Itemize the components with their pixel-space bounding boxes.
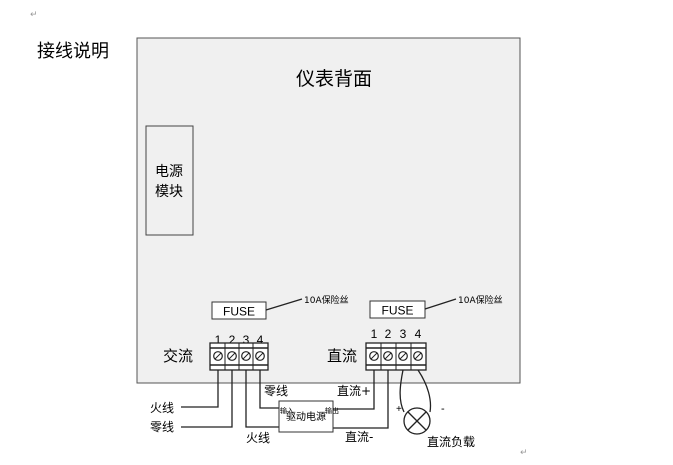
driver-power-supply-label: 驱动电源 — [286, 410, 326, 423]
fuse-leader-dc — [424, 298, 457, 310]
meter-back-panel — [136, 37, 521, 384]
load-minus-sign: - — [441, 403, 445, 415]
ac-terminal-number-2: 2 — [229, 333, 236, 347]
wire-dc-minus — [333, 370, 389, 429]
ac-terminal-number-1: 1 — [215, 333, 222, 347]
load-plus-sign: + — [396, 404, 402, 415]
dc-terminal-number-4: 4 — [415, 327, 422, 341]
fuse-rating-dc: 10A保险丝 — [458, 294, 503, 306]
wire-dc-plus — [333, 370, 375, 410]
wire-load-minus — [417, 369, 432, 413]
fuse-box-ac — [211, 301, 267, 320]
dc-load-lamp-icon — [403, 407, 431, 435]
wire-label-dc-minus: 直流- — [345, 430, 373, 444]
fuse-leader-ac — [265, 298, 303, 311]
ac-terminal-number-4: 4 — [257, 333, 264, 347]
ac-terminal-number-3: 3 — [243, 333, 250, 347]
wire-label-live-bottom: 火线 — [246, 431, 270, 445]
wire-label-dc-plus: 直流+ — [337, 384, 371, 398]
fuse-label-ac: FUSE — [223, 305, 255, 319]
paragraph-mark-top: ↵ — [30, 10, 38, 20]
driver-input-label-1: 输入 — [280, 406, 294, 415]
power-module-box — [145, 125, 194, 236]
dc-load-label: 直流负载 — [427, 435, 475, 449]
panel-title: 仪表背面 — [296, 68, 372, 90]
wire-neutral-to-driver — [259, 370, 279, 409]
ac-terminal-block — [209, 342, 269, 371]
wire-live-left — [181, 370, 219, 408]
fuse-label-dc: FUSE — [381, 304, 413, 318]
wire-label-neutral-left: 零线 — [150, 420, 174, 434]
paragraph-mark-bottom: ↵ — [520, 448, 528, 458]
fuse-rating-ac: 10A保险丝 — [304, 294, 349, 306]
dc-terminal-label: 直流 — [327, 347, 357, 365]
dc-terminal-number-1: 1 — [371, 327, 378, 341]
wire-label-neutral-top: 零线 — [264, 384, 288, 398]
driver-power-supply-box — [278, 400, 334, 433]
wire-label-live-left: 火线 — [150, 401, 174, 415]
fuse-box-dc — [369, 300, 426, 319]
dc-terminal-number-3: 3 — [400, 327, 407, 341]
wire-live-to-driver — [245, 370, 279, 428]
power-module-label-line2: 模块 — [155, 184, 183, 200]
dc-terminal-block — [365, 342, 427, 371]
wire-neutral-left — [181, 370, 233, 428]
driver-output-label: 输出 — [325, 406, 339, 415]
ac-terminal-label: 交流 — [163, 347, 193, 365]
wire-load-plus — [399, 369, 405, 413]
power-module-label-line1: 电源 — [155, 164, 183, 180]
page-heading: 接线说明 — [37, 41, 109, 62]
dc-terminal-number-2: 2 — [385, 327, 392, 341]
